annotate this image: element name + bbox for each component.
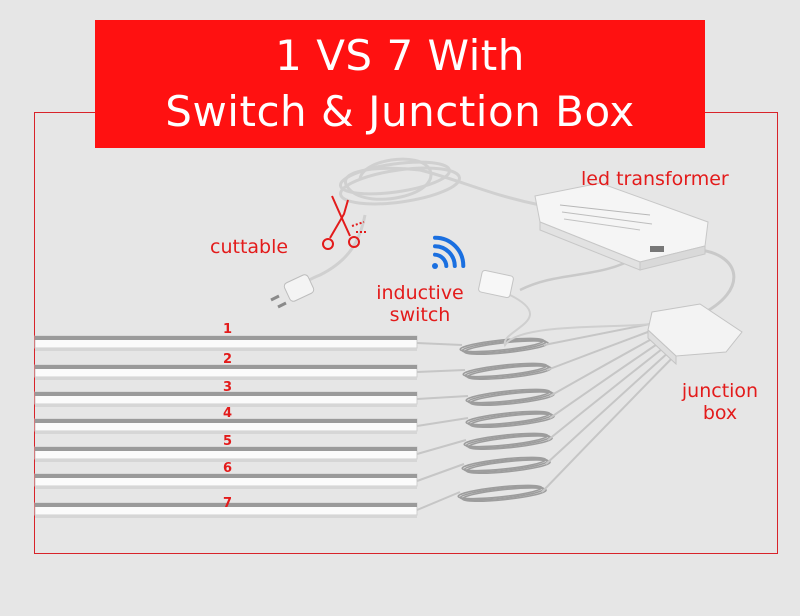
strip-number: 5 [223, 434, 233, 449]
junction-box [647, 303, 743, 366]
strip-number: 7 [223, 496, 233, 511]
led-strip-top-edge [35, 419, 417, 423]
led-strip-top-edge [35, 392, 417, 396]
junction-wire [547, 337, 677, 441]
led-strip-top-edge [35, 447, 417, 451]
led-strip-shadow [35, 515, 417, 518]
inductive-switch-label-line-2: switch [389, 304, 451, 326]
led-strip-top-edge [35, 503, 417, 507]
wire-coils [416, 321, 685, 511]
power-plug-icon [270, 274, 315, 309]
strip-number: 4 [223, 406, 233, 421]
cuttable-label: cuttable [210, 236, 289, 258]
driver-to-junction-cable [699, 248, 736, 317]
wire-coil-loop [465, 459, 551, 474]
junction-wire [545, 341, 681, 465]
led-strip-shadow [35, 348, 417, 351]
title-banner: 1 VS 7 With Switch & Junction Box [95, 20, 705, 148]
title-line-1: 1 VS 7 With [275, 31, 525, 80]
junction-box-label: junction box [668, 380, 772, 424]
strip-wire [416, 491, 461, 511]
switch-cable [503, 294, 661, 348]
led-strip-top-edge [35, 336, 417, 340]
strip-number: 1 [223, 322, 233, 337]
led-strip-shadow [35, 404, 417, 407]
wire-coil-loop [461, 487, 547, 502]
led-strips [34, 335, 418, 518]
inductive-switch-label-line-1: inductive [376, 282, 464, 304]
led-strip-top-edge [35, 365, 417, 369]
title-line-2: Switch & Junction Box [165, 87, 635, 136]
wifi-signal-icon [432, 235, 466, 269]
strip-wire [416, 369, 466, 373]
junction-box-label-line-1: junction [681, 380, 759, 402]
inductive-switch-label: inductive switch [366, 282, 474, 326]
strip-wire [416, 463, 465, 482]
led-strip-shadow [35, 431, 417, 434]
led-transformer-label: led transformer [581, 168, 729, 190]
junction-box-label-line-2: box [702, 402, 738, 424]
led-strip-shadow [35, 486, 417, 489]
strip-wire [416, 417, 469, 427]
led-driver-box [534, 182, 709, 271]
strip-number: 2 [223, 352, 233, 367]
junction-wire [541, 345, 685, 493]
strip-wire [416, 439, 467, 455]
strip-wire [416, 395, 469, 400]
strip-number: 6 [223, 461, 233, 476]
strip-number: 3 [223, 380, 233, 395]
strip-wire [416, 342, 463, 346]
wire-coil-loop [467, 435, 553, 450]
inductive-switch-device [478, 269, 514, 299]
led-strip-shadow [35, 377, 417, 380]
led-strip-top-edge [35, 474, 417, 478]
led-strip-shadow [35, 459, 417, 462]
scissors-icon [322, 195, 368, 250]
